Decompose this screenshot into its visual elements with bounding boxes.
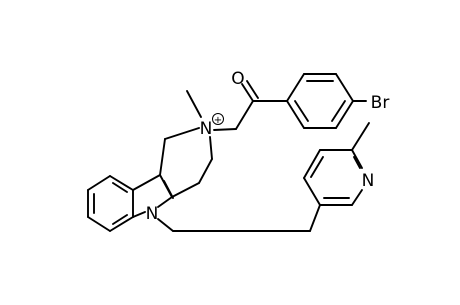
double-bond-inner <box>310 156 324 178</box>
positive-charge-label: + <box>214 115 222 126</box>
bond <box>303 177 321 206</box>
bond <box>164 127 200 140</box>
charge-circle-icon <box>212 113 224 125</box>
bond <box>87 216 111 232</box>
pyridine-nitrogen-label: N <box>362 171 375 191</box>
bond <box>186 90 202 118</box>
bond <box>157 218 174 232</box>
bond <box>132 174 161 191</box>
double-bond <box>246 80 259 99</box>
bond <box>109 216 134 232</box>
bromine-atom-label: Br <box>371 93 390 113</box>
indole-nitrogen-label: N <box>146 204 159 224</box>
atom-labels: O Br N N + N <box>146 69 390 224</box>
double-bond-inner <box>112 214 128 225</box>
bond <box>87 175 111 191</box>
bond <box>235 100 254 130</box>
double-bond-inner <box>112 182 128 193</box>
bond <box>335 100 354 129</box>
bond <box>286 73 305 102</box>
bond <box>351 122 370 151</box>
bond <box>351 189 363 206</box>
bond <box>171 182 200 198</box>
bonds <box>87 73 370 232</box>
double-bond-inner <box>353 156 361 169</box>
bond <box>303 149 321 179</box>
bond <box>157 196 173 208</box>
double-bond-inner <box>163 180 174 199</box>
bond <box>241 83 254 102</box>
bond <box>209 136 213 160</box>
bond <box>213 128 237 131</box>
bond <box>132 211 146 218</box>
bond <box>351 149 363 169</box>
bond <box>309 204 321 232</box>
double-bond-inner <box>294 100 309 122</box>
bond <box>335 73 354 102</box>
bond <box>159 138 166 176</box>
oxygen-atom-label: O <box>231 69 244 89</box>
bond <box>109 175 134 191</box>
double-bond-inner <box>331 100 346 122</box>
bond <box>198 158 213 184</box>
bond <box>286 100 305 129</box>
quaternary-nitrogen-label: N <box>200 119 213 139</box>
